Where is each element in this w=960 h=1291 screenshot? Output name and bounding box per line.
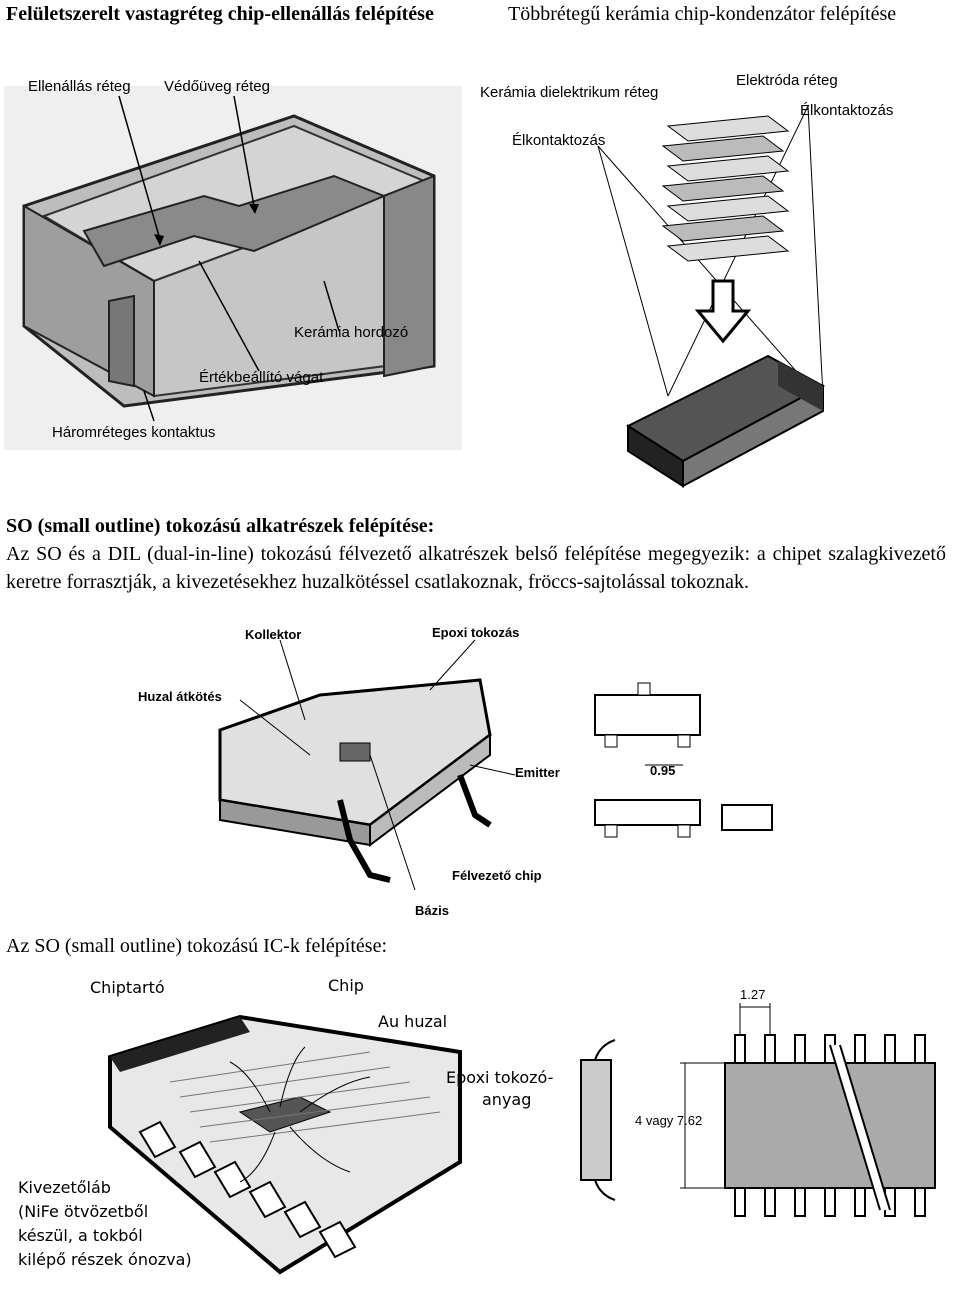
ic-wires	[229, 1046, 371, 1183]
label-edge-contact-left: Élkontaktozás	[512, 132, 606, 149]
so-paragraph: Az SO és a DIL (dual-in-line) tokozású f…	[6, 543, 946, 593]
ic-dimension-drawing	[580, 1003, 936, 1217]
transistor-drawing	[218, 639, 773, 891]
label-lead-3: készül, a tokból	[18, 1226, 143, 1245]
label-au-wire: Au huzal	[378, 1012, 448, 1031]
ic-heading: Az SO (small outline) tokozású IC-k felé…	[6, 935, 388, 957]
label-semiconductor-chip: Félvezető chip	[452, 868, 542, 883]
ic-top-pins	[734, 1034, 926, 1064]
ic-leads	[138, 1120, 357, 1259]
label-glass-layer: Védőüveg réteg	[164, 78, 270, 95]
label-width: 4 vagy 7.62	[635, 1113, 703, 1128]
label-pitch: 1.27	[740, 987, 766, 1002]
ic-bottom-pins	[734, 1187, 926, 1217]
label-epoxy-2: anyag	[482, 1090, 532, 1109]
label-lead-4: kilépő részek ónozva)	[18, 1250, 192, 1269]
label-dimension-095: 0.95	[650, 763, 676, 778]
label-epoxy-package: Epoxi tokozás	[432, 625, 520, 640]
resistor-drawing	[22, 95, 436, 422]
capacitor-figure: Kerámia dielektrikum réteg Elektróda rét…	[478, 66, 948, 488]
label-chip-carrier: Chiptartó	[90, 978, 165, 997]
label-wire-bond: Huzal átkötés	[138, 689, 222, 704]
label-emitter: Emitter	[515, 765, 560, 780]
ic-dimension-figure: 1.27 4 vagy 7.62	[575, 985, 950, 1220]
label-epoxy-1: Epoxi tokozó-	[446, 1068, 554, 1087]
so-heading: SO (small outline) tokozású alkatrészek …	[6, 515, 435, 537]
ic-figure: Chiptartó Chip Au huzal Epoxi tokozó- an…	[10, 972, 570, 1282]
label-collector: Kollektor	[245, 627, 302, 642]
capacitor-layer-stack	[661, 115, 790, 262]
resistor-title: Felületszerelt vastagréteg chip-ellenáll…	[6, 3, 434, 25]
ic-hatching	[169, 1051, 441, 1143]
label-electrode-layer: Elektróda réteg	[736, 72, 838, 89]
ic-drawing	[108, 1014, 462, 1275]
label-ceramic-substrate: Kerámia hordozó	[294, 324, 409, 341]
label-chip: Chip	[328, 976, 364, 995]
label-base: Bázis	[415, 903, 449, 918]
capacitor-drawing	[597, 105, 826, 488]
label-edge-contact-right: Élkontaktozás	[800, 102, 894, 119]
label-trim-cut: Értékbeállító vágat	[199, 369, 324, 386]
label-ceramic-dielectric: Kerámia dielektrikum réteg	[480, 84, 659, 101]
label-three-layer-contact: Háromréteges kontaktus	[52, 424, 216, 441]
transistor-figure: Kollektor Epoxi tokozás Huzal átkötés Em…	[130, 625, 790, 920]
label-lead-1: Kivezetőláb	[18, 1178, 111, 1197]
capacitor-title: Többrétegű kerámia chip-kondenzátor felé…	[508, 3, 897, 25]
resistor-figure: Ellenállás réteg Védőüveg réteg Kerámia …	[4, 78, 462, 450]
label-lead-2: (NiFe ötvözetből	[18, 1202, 149, 1221]
label-resistive-layer: Ellenállás réteg	[28, 78, 131, 95]
